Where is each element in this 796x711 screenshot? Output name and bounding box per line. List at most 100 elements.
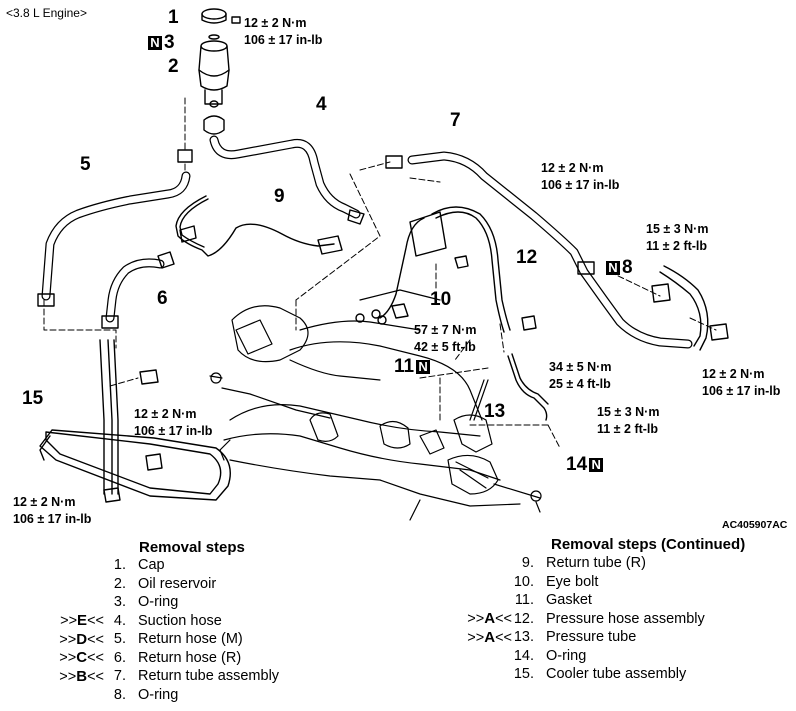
step-marker: >>C<< — [59, 649, 104, 667]
pressure-tube — [507, 355, 548, 421]
step-row: 11. Gasket — [460, 591, 705, 610]
eye-bolt — [391, 303, 409, 319]
return-clamp-a — [385, 155, 403, 169]
step-label: Gasket — [546, 592, 592, 609]
step-row: >>C<< 6. Return hose (R) — [46, 649, 279, 668]
step-number: 8. — [113, 686, 126, 703]
step-number: 7. — [113, 668, 126, 685]
oil-reservoir — [198, 40, 230, 108]
n-marker-3: N — [148, 35, 162, 50]
clamp-5-upper — [177, 149, 193, 163]
callout-6: 6 — [157, 288, 168, 309]
step-label: Return tube (R) — [546, 555, 646, 572]
step-label: Cooler tube assembly — [546, 666, 687, 683]
step-number: 3. — [113, 594, 126, 611]
callout-1: 1 — [168, 7, 179, 28]
step-number: 15. — [513, 666, 534, 683]
step-number: 14. — [513, 647, 534, 664]
step-label: Return hose (R) — [138, 649, 242, 666]
step-label: Oil reservoir — [138, 575, 217, 592]
step-row: 15. Cooler tube assembly — [460, 665, 705, 684]
step-row: >>B<< 7. Return tube assembly — [46, 667, 279, 686]
step-marker: >>A<< — [467, 628, 512, 646]
step-label: Return hose (M) — [138, 631, 243, 648]
removal-steps-title: Removal steps — [139, 539, 245, 556]
cap-bolt — [231, 16, 241, 24]
gasket-b — [371, 309, 381, 319]
steering-gear — [209, 289, 542, 521]
callout-5: 5 — [80, 154, 91, 175]
step-number: 5. — [113, 631, 126, 648]
callout-10: 10 — [430, 289, 452, 310]
step-label: Suction hose — [138, 612, 222, 629]
cooler-tube-assembly — [39, 339, 231, 501]
cooler-loop-right — [659, 271, 702, 347]
step-number: 10. — [513, 573, 534, 590]
step-row: 9. Return tube (R) — [460, 554, 705, 573]
return-tube-r — [175, 195, 335, 257]
step-row: >>A<<12.Pressure hose assembly — [460, 610, 704, 629]
step-number: 4. — [113, 612, 126, 629]
step-number: 11. — [514, 592, 534, 609]
step-label: O-ring — [138, 686, 179, 703]
n-marker-11: N — [416, 359, 431, 374]
step-number: 12. — [513, 610, 534, 627]
step-number: 2. — [113, 575, 126, 592]
step-label: O-ring — [546, 647, 587, 664]
clamp-5-lower — [37, 293, 55, 307]
callout-12: 12 — [516, 247, 538, 268]
bracket-9 — [179, 225, 197, 243]
step-label: Return tube assembly — [138, 668, 280, 685]
step-label: Eye bolt — [546, 573, 599, 590]
callout-7: 7 — [450, 110, 461, 131]
step-row: 1.Cap — [46, 556, 279, 575]
step-row: >>D<<5.Return hose (M) — [46, 630, 279, 649]
step-row: >>E<< 4. Suction hose — [46, 612, 279, 631]
clamp-upper — [203, 115, 225, 135]
clamp-6 — [101, 315, 119, 329]
return-clamp-b — [577, 261, 595, 275]
callout-13: 13 — [484, 401, 506, 422]
step-row: >>A<<13. Pressure tube — [460, 628, 705, 647]
pressure-hose — [435, 211, 505, 333]
figure-code: AC405907AC — [722, 519, 788, 531]
step-marker: >>B<< — [59, 667, 104, 685]
step-marker: >>E<< — [60, 612, 104, 630]
bolt-cooler-bottom — [103, 487, 121, 503]
gasket-a — [355, 313, 365, 323]
step-label: Pressure tube — [546, 629, 637, 646]
step-number: 6. — [113, 649, 126, 666]
reservoir-cap — [201, 8, 227, 24]
clamp-4 — [347, 209, 365, 225]
step-row: 10. Eye bolt — [460, 573, 705, 592]
bolt-cooler-mid — [139, 369, 159, 385]
step-label: O-ring — [138, 594, 179, 611]
step-row: 3. O-ring — [46, 593, 279, 612]
step-number: 13. — [513, 629, 534, 646]
o-ring-3 — [208, 34, 220, 40]
callout-2: 2 — [168, 56, 179, 77]
step-label: Cap — [138, 557, 165, 574]
engine-variant-label: <3.8 L Engine> — [6, 6, 87, 20]
step-number: 9. — [521, 555, 534, 572]
step-row: 8. O-ring — [46, 686, 279, 705]
removal-steps-continued-title: Removal steps (Continued) — [551, 536, 746, 553]
n-marker-8: N — [606, 260, 620, 275]
callout-9: 9 — [274, 186, 285, 207]
n-marker-14: N — [589, 457, 604, 472]
step-marker: >>A<< — [467, 610, 512, 628]
